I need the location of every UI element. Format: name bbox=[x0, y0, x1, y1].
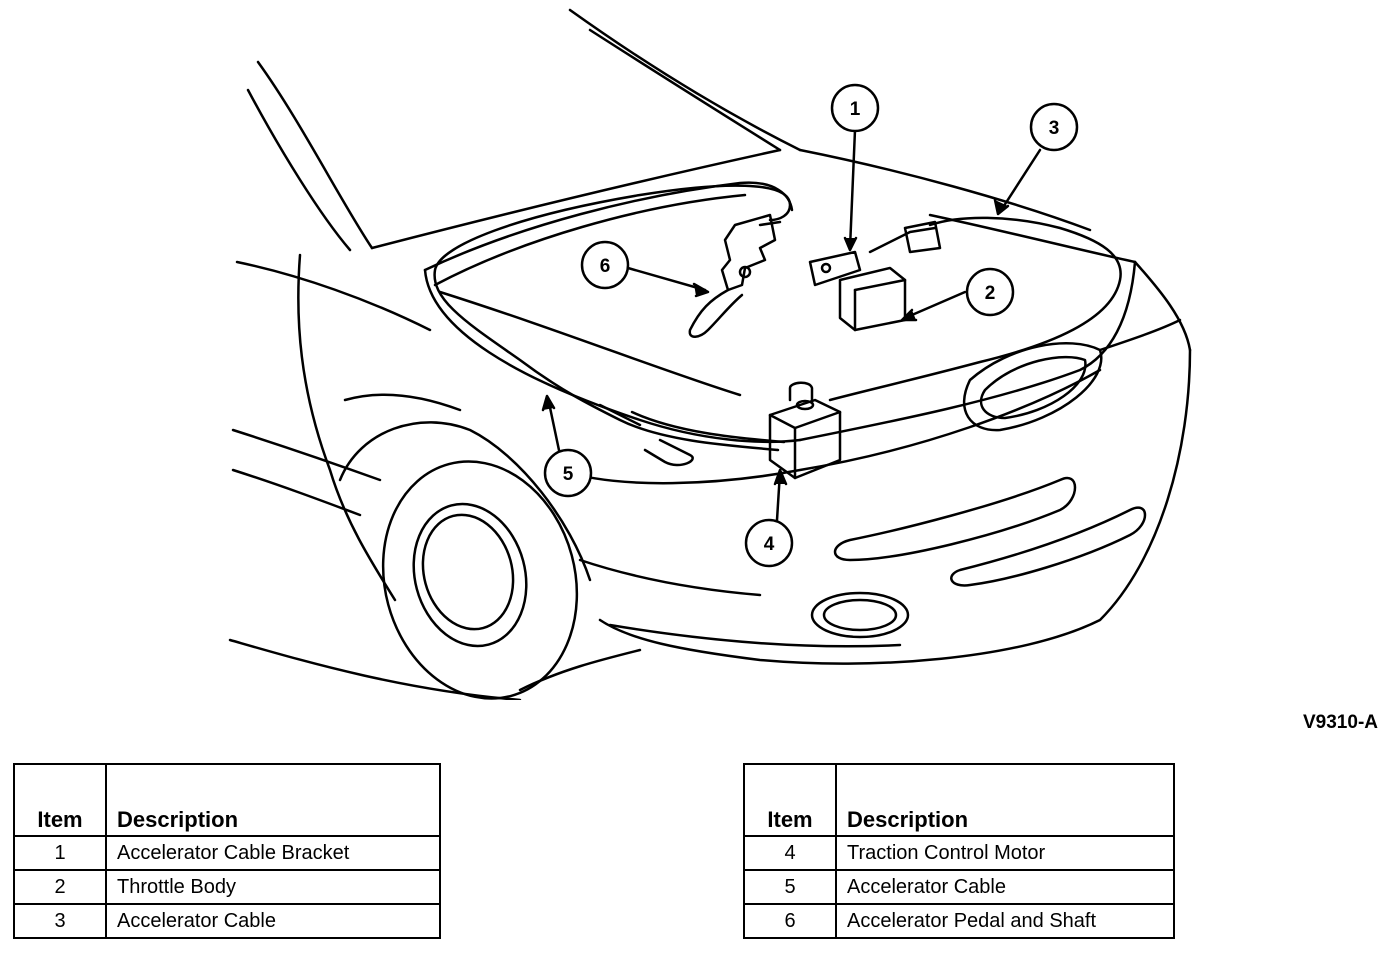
callout-leaders bbox=[541, 128, 1042, 522]
legend-table-right: Item Description 4 Traction Control Moto… bbox=[743, 763, 1175, 939]
table-row: 5 Accelerator Cable bbox=[743, 869, 1175, 905]
callout-6-label: 6 bbox=[600, 256, 611, 277]
windshield-outline bbox=[246, 8, 1092, 252]
table-row: 1 Accelerator Cable Bracket bbox=[13, 835, 441, 871]
item-description: Accelerator Cable bbox=[835, 869, 1175, 905]
item-column-header: Item bbox=[13, 763, 107, 837]
legend-header-row: Item Description bbox=[743, 763, 1175, 837]
callout-2-label: 2 bbox=[985, 283, 996, 304]
callout-1: 1 bbox=[830, 83, 880, 133]
front-bumper bbox=[558, 260, 1192, 665]
callout-4: 4 bbox=[744, 518, 794, 568]
headlamp bbox=[962, 318, 1182, 432]
item-number: 5 bbox=[743, 869, 837, 905]
item-number: 4 bbox=[743, 835, 837, 871]
table-row: 3 Accelerator Cable bbox=[13, 903, 441, 939]
legend-table-left: Item Description 1 Accelerator Cable Bra… bbox=[13, 763, 441, 939]
callout-3-label: 3 bbox=[1049, 118, 1060, 139]
traction-control-motor bbox=[768, 381, 842, 480]
item-description: Accelerator Cable bbox=[105, 903, 441, 939]
item-number: 1 bbox=[13, 835, 107, 871]
table-row: 2 Throttle Body bbox=[13, 869, 441, 905]
item-description: Accelerator Cable Bracket bbox=[105, 835, 441, 871]
table-row: 4 Traction Control Motor bbox=[743, 835, 1175, 871]
vehicle-illustration: 1 2 3 4 5 6 bbox=[228, 8, 1192, 700]
description-column-header: Description bbox=[105, 763, 441, 837]
front-wheel bbox=[338, 421, 642, 700]
accelerator-pedal bbox=[688, 213, 782, 338]
fender-outline bbox=[228, 253, 522, 700]
callout-5-label: 5 bbox=[563, 464, 574, 485]
item-number: 2 bbox=[13, 869, 107, 905]
callout-1-label: 1 bbox=[850, 99, 861, 120]
item-column-header: Item bbox=[743, 763, 837, 837]
item-description: Accelerator Pedal and Shaft bbox=[835, 903, 1175, 939]
callout-6: 6 bbox=[580, 240, 630, 290]
callout-4-label: 4 bbox=[764, 534, 775, 555]
callout-2: 2 bbox=[965, 267, 1015, 317]
callout-3: 3 bbox=[1029, 102, 1079, 152]
legend-header-row: Item Description bbox=[13, 763, 441, 837]
figure-id: V9310-A bbox=[1303, 712, 1378, 733]
callout-5: 5 bbox=[543, 448, 593, 498]
item-number: 6 bbox=[743, 903, 837, 939]
item-number: 3 bbox=[13, 903, 107, 939]
description-column-header: Description bbox=[835, 763, 1175, 837]
item-description: Traction Control Motor bbox=[835, 835, 1175, 871]
item-description: Throttle Body bbox=[105, 869, 441, 905]
throttle-body bbox=[808, 220, 942, 332]
table-row: 6 Accelerator Pedal and Shaft bbox=[743, 903, 1175, 939]
accelerator-cable bbox=[433, 184, 1122, 467]
